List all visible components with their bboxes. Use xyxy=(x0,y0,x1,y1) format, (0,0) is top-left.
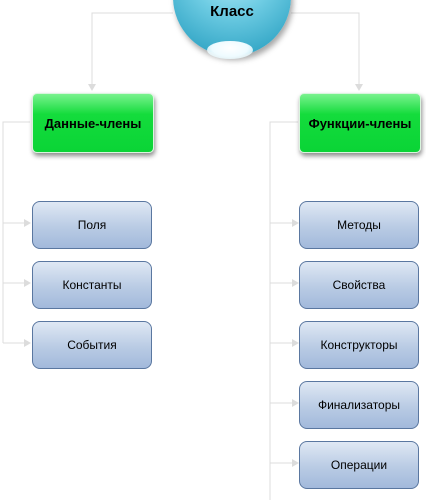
item-node-events: События xyxy=(32,321,152,369)
item-node-properties: Свойства xyxy=(299,261,419,309)
arrowhead xyxy=(24,279,31,287)
arrowhead xyxy=(292,279,299,287)
connector-right-bus xyxy=(269,121,298,500)
item-node-operators: Операции xyxy=(299,441,419,489)
root-node-highlight xyxy=(207,41,253,59)
arrowhead xyxy=(292,459,299,467)
group-node-data-members: Данные-члены xyxy=(32,93,154,153)
item-node-methods: Методы xyxy=(299,201,419,249)
arrowhead xyxy=(24,339,31,347)
root-node-label: Класс xyxy=(210,3,254,20)
arrowhead xyxy=(292,339,299,347)
arrowhead xyxy=(88,84,96,91)
item-node-finalizers: Финализаторы xyxy=(299,381,419,429)
arrowhead xyxy=(355,84,363,91)
arrowhead xyxy=(24,219,31,227)
connector-root-left xyxy=(91,12,173,90)
item-node-constructors: Конструкторы xyxy=(299,321,419,369)
connector-root-right xyxy=(291,12,360,90)
item-node-constants: Константы xyxy=(32,261,152,309)
group-node-function-members: Функции-члены xyxy=(299,93,421,153)
item-node-fields: Поля xyxy=(32,201,152,249)
arrowhead xyxy=(292,219,299,227)
arrowhead xyxy=(292,399,299,407)
connector-left-bus xyxy=(2,121,30,343)
